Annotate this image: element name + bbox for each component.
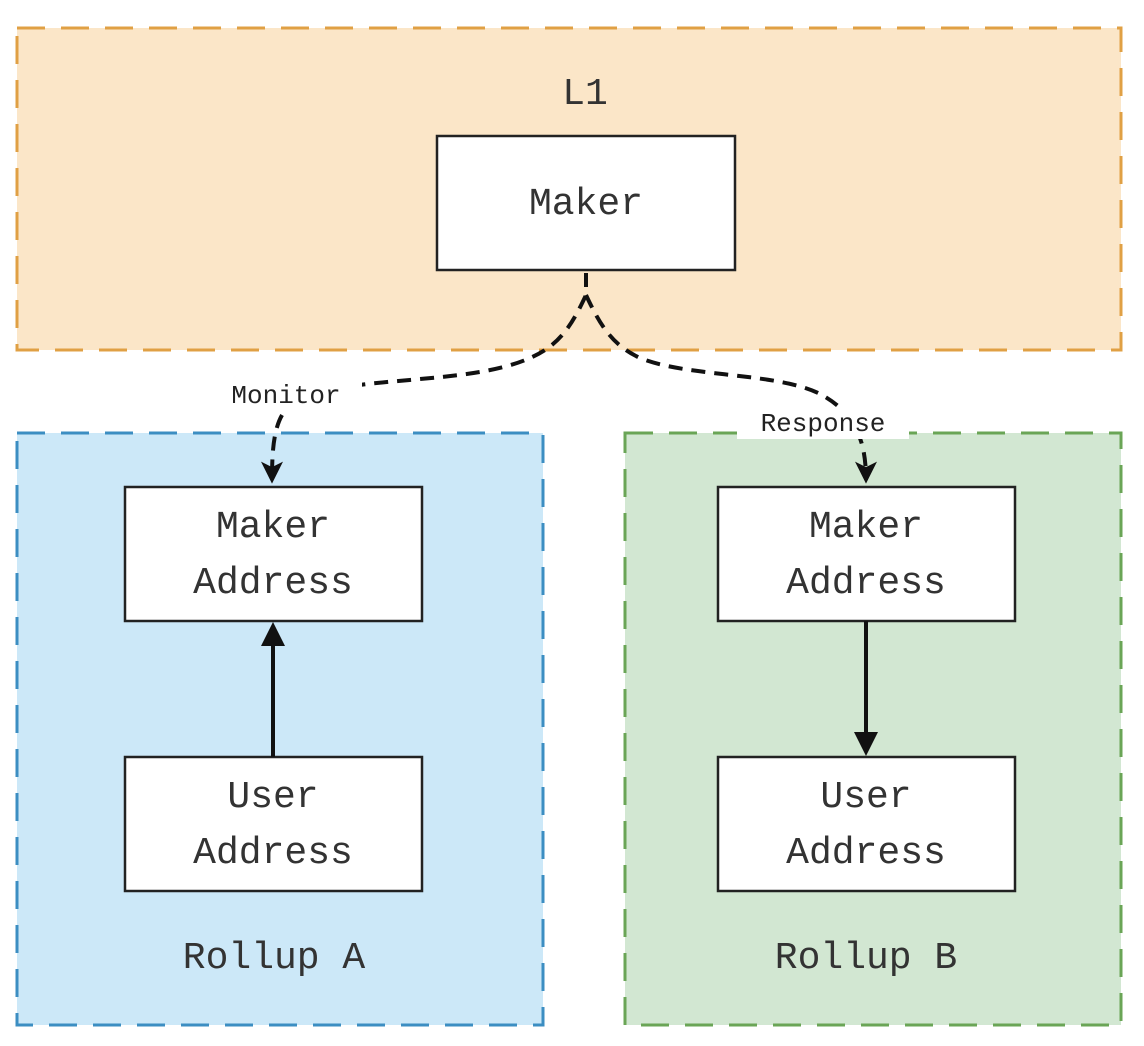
rollup-a-region-title: Rollup A xyxy=(183,937,366,980)
response-edge-label: Response xyxy=(761,409,886,439)
maker-node: Maker xyxy=(435,134,737,272)
rollup-a-user-address-line1: User xyxy=(227,776,318,819)
maker-node-label: Maker xyxy=(529,183,643,226)
rollup-b-user-address-line2: Address xyxy=(786,832,946,875)
rollup-b-maker-address-line1: Maker xyxy=(809,506,923,549)
rollup-a-user-address-line2: Address xyxy=(193,832,353,875)
l1-region-title: L1 xyxy=(562,73,608,116)
rollup-b-user-address-line1: User xyxy=(820,776,911,819)
response-edge xyxy=(584,294,877,484)
rollup-b-maker-address-node: Maker Address xyxy=(716,485,1017,623)
rollup-a-user-address-node: User Address xyxy=(123,755,424,893)
monitor-label-bg xyxy=(210,378,362,412)
monitor-edge-label: Monitor xyxy=(231,381,340,411)
rollup-b-maker-address-line2: Address xyxy=(786,562,946,605)
rollup-b-user-address-node: User Address xyxy=(716,755,1017,893)
response-label-bg xyxy=(737,407,909,439)
rollup-a-maker-address-line1: Maker xyxy=(216,506,330,549)
rollup-a-maker-address-line2: Address xyxy=(193,562,353,605)
rollup-b-region-title: Rollup B xyxy=(775,937,957,980)
monitor-edge xyxy=(261,273,588,484)
rollup-a-maker-address-node: Maker Address xyxy=(123,485,424,623)
